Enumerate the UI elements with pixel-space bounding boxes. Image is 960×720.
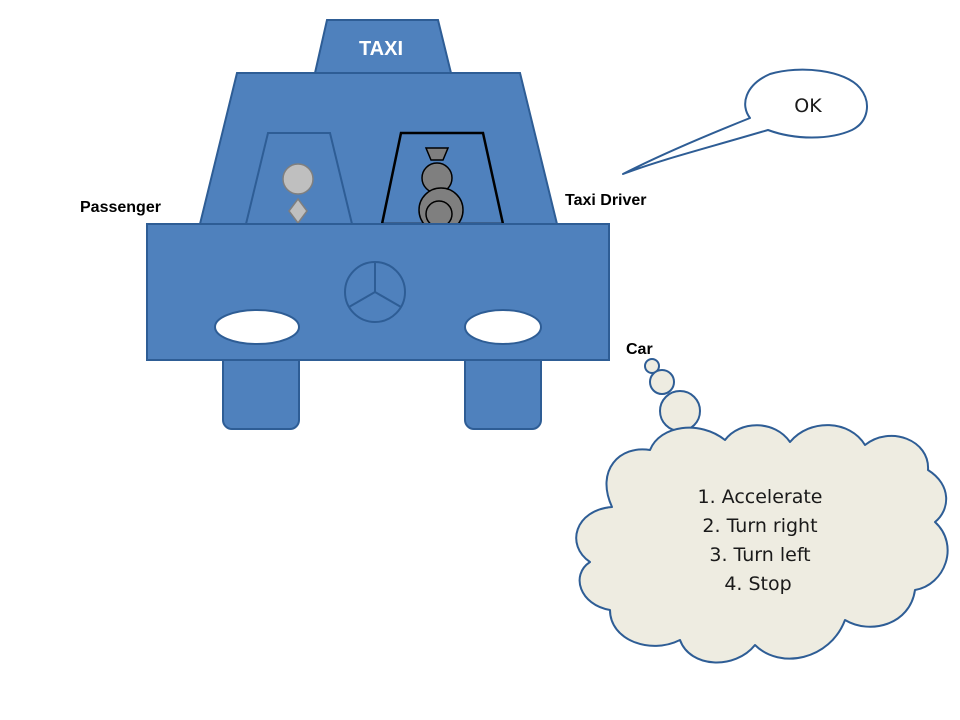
driver-hat (424, 147, 450, 161)
taxi-body (146, 223, 610, 361)
thought-line-1: 1. Accelerate (698, 486, 823, 508)
taxi-sign-text: TAXI (359, 38, 403, 60)
thought-line-4: 4. Stop (724, 573, 791, 595)
passenger-label: Passenger (80, 199, 161, 216)
thought-trail-medium (649, 369, 675, 395)
passenger-head (282, 163, 314, 195)
thought-trail-small (644, 358, 660, 374)
taxi-driver-label: Taxi Driver (565, 192, 647, 209)
thought-line-3: 3. Turn left (709, 544, 810, 566)
speech-bubble (622, 68, 868, 175)
thought-cloud (575, 424, 949, 664)
thought-line-2: 2. Turn right (702, 515, 817, 537)
car-emblem (344, 261, 406, 323)
car-label: Car (626, 341, 653, 358)
speech-bubble-text: OK (794, 95, 822, 117)
thought-trail-large (659, 390, 701, 432)
left-headlight (214, 309, 300, 345)
right-headlight (464, 309, 542, 345)
